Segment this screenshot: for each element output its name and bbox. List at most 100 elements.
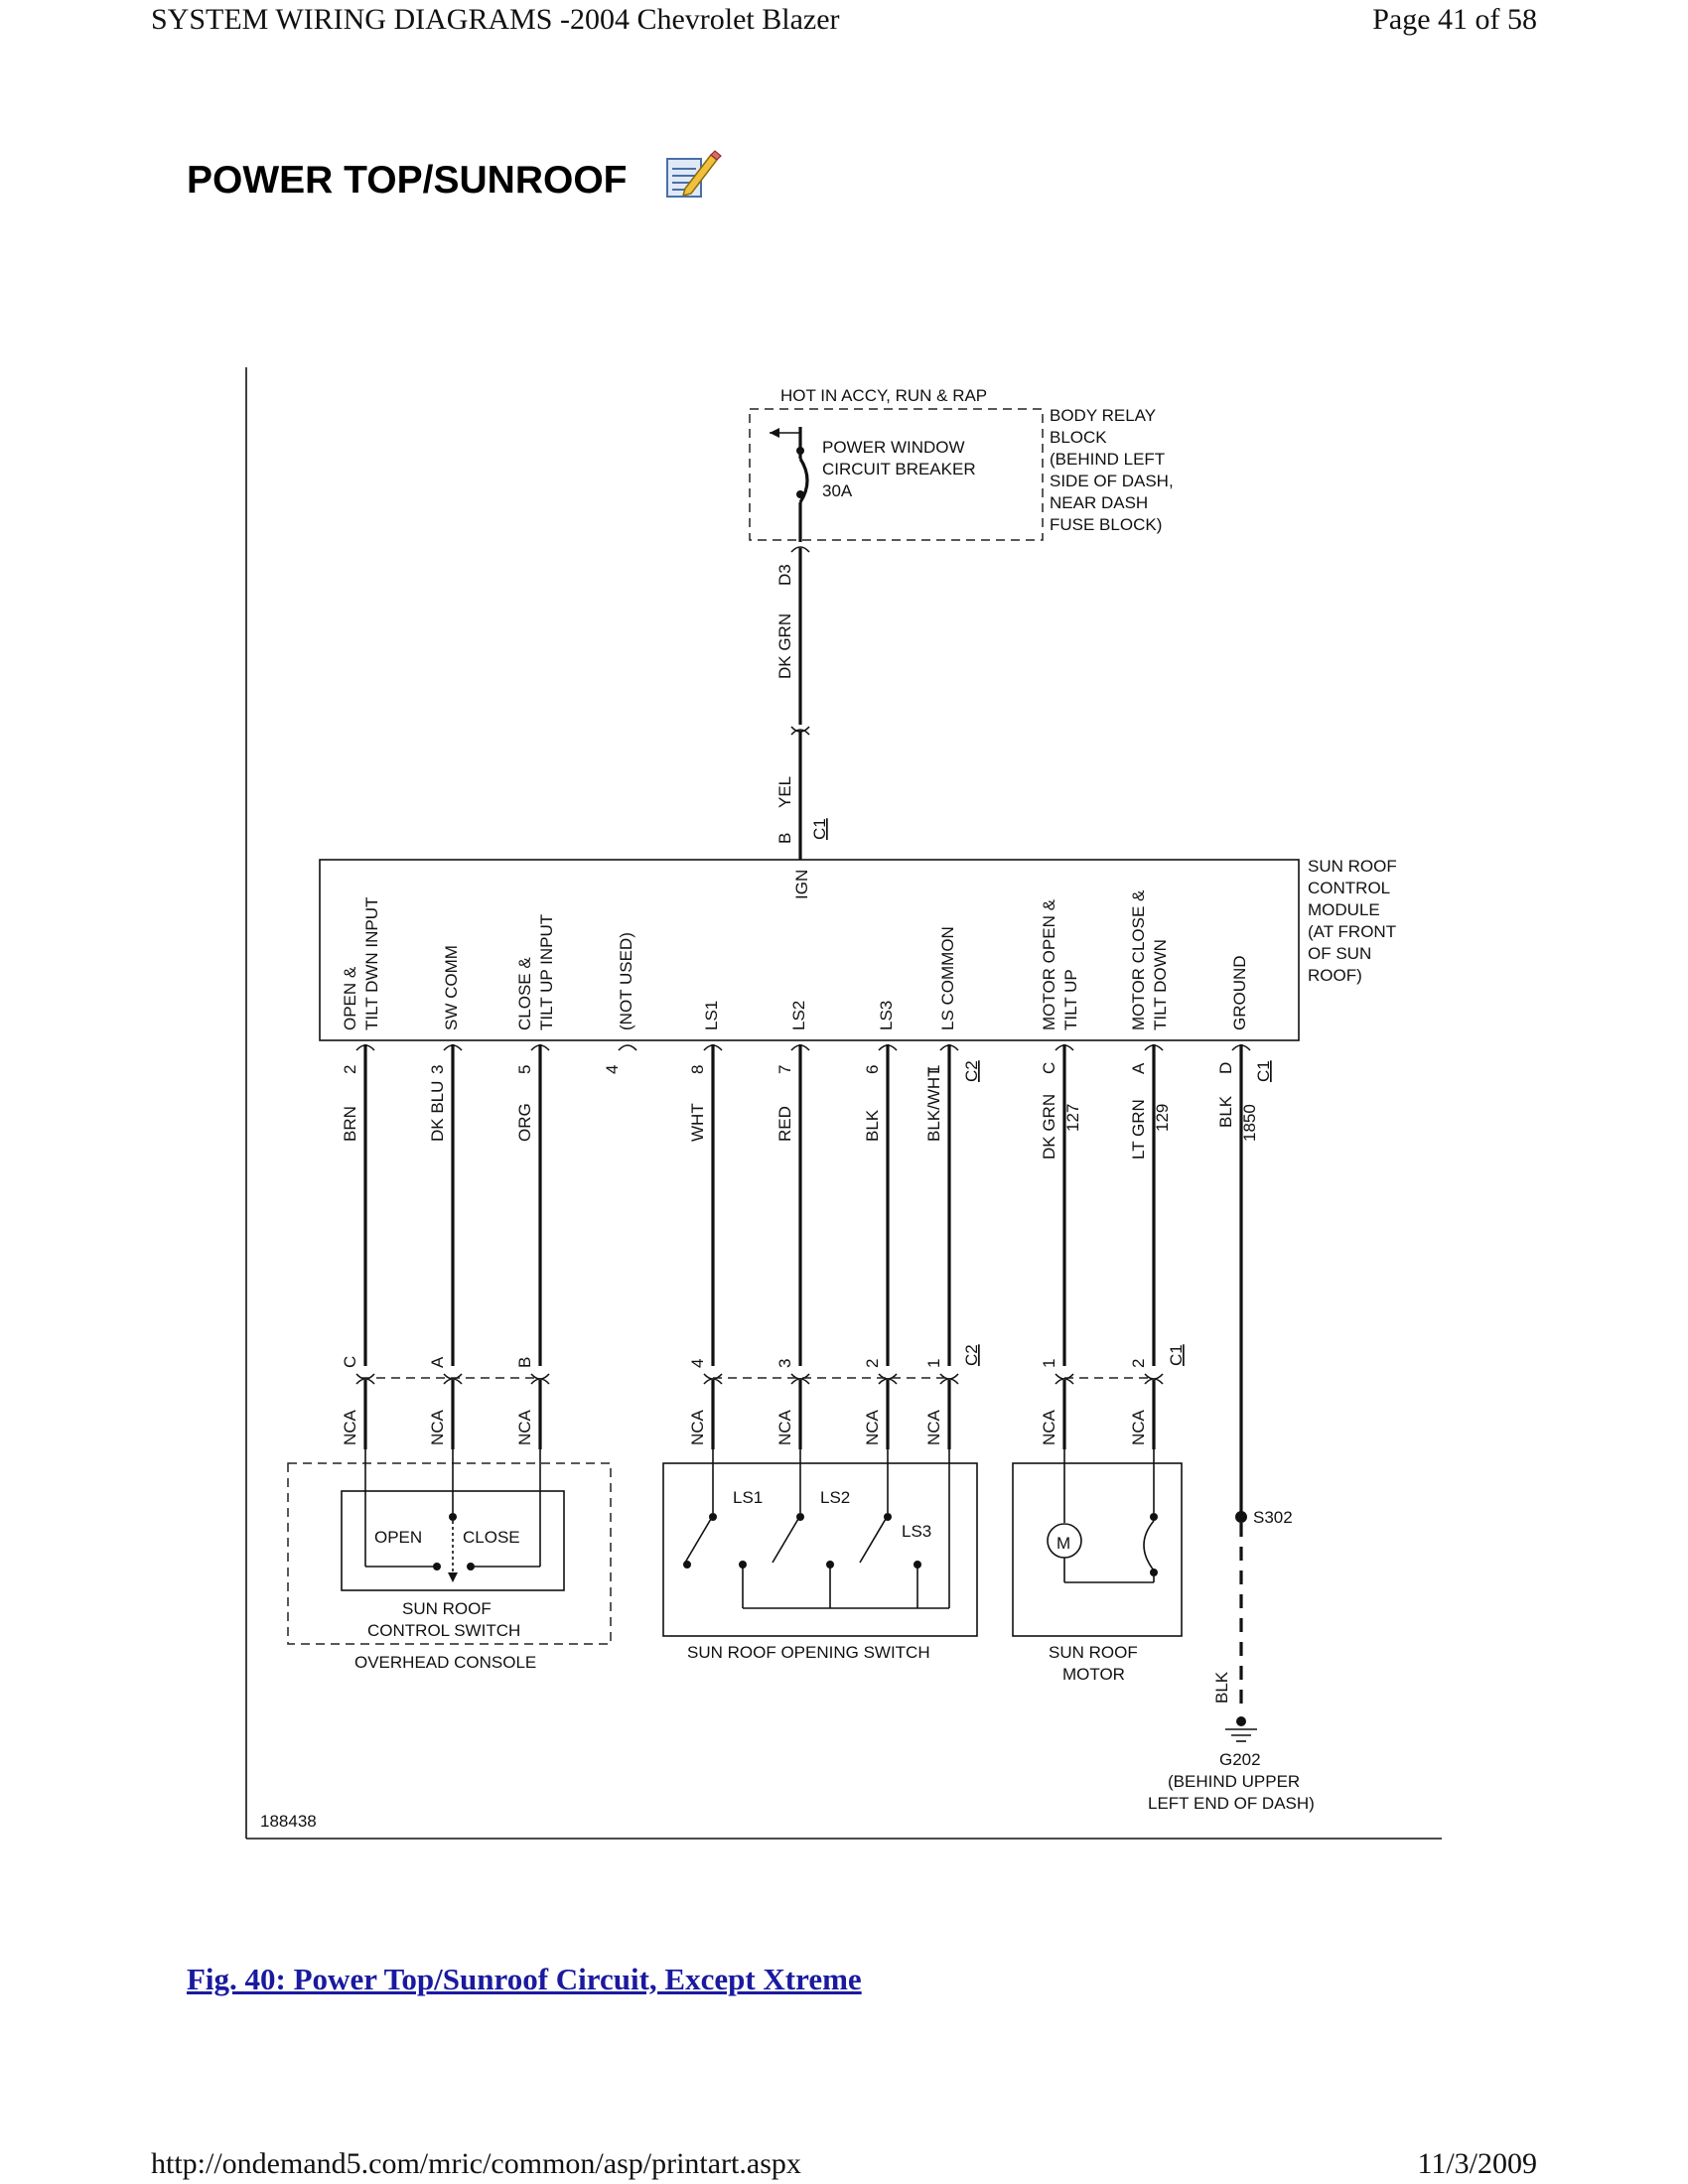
page-title: POWER TOP/SUNROOF (187, 159, 628, 202)
terminal-label-9-a: MOTOR CLOSE & (1129, 889, 1148, 1030)
figure-caption-link[interactable]: Fig. 40: Power Top/Sunroof Circuit, Exce… (187, 1962, 862, 1996)
bottom-wire-1: NCA (428, 1409, 447, 1445)
opening-switch-name: SUN ROOF OPENING SWITCH (687, 1643, 930, 1662)
wire-color-7: BLK/WHT (924, 1066, 943, 1142)
bottom-wire-6: NCA (863, 1409, 882, 1445)
terminal-label-10: GROUND (1230, 955, 1249, 1030)
bottom-connector-arc (939, 1378, 959, 1385)
wire-pin-4: 8 (688, 1065, 707, 1074)
wire-color-10: BLK (1216, 1095, 1235, 1128)
terminal-label-8-b: TILT UP (1061, 969, 1080, 1030)
module-label-1: SUN ROOF (1308, 857, 1397, 876)
wire-pin-9: A (1129, 1062, 1148, 1074)
relay-block-line-2: BLOCK (1050, 428, 1107, 447)
wire-pin-7: 1 (924, 1065, 943, 1074)
wire-color-1: DK BLU (428, 1081, 447, 1142)
control-switch-open: OPEN (374, 1528, 422, 1547)
wire-color-4: WHT (688, 1103, 707, 1142)
document-title: SYSTEM WIRING DIAGRAMS -2004 Chevrolet B… (151, 3, 840, 36)
bottom-pin-1: A (428, 1356, 447, 1368)
footer-url: http://ondemand5.com/mric/common/asp/pri… (151, 2147, 801, 2180)
wire-color-0: BRN (341, 1106, 359, 1142)
bottom-pin-0: C (341, 1356, 359, 1368)
bottom-pin-7: 1 (924, 1359, 943, 1368)
top-wire-color: DK GRN (775, 614, 794, 679)
module-label-2: CONTROL (1308, 879, 1390, 897)
relay-block-outline (749, 408, 1044, 541)
wire-pin-3: 4 (603, 1065, 622, 1074)
lower-pin: B (775, 833, 794, 844)
module-label-6: ROOF) (1308, 966, 1362, 985)
module-label-5: OF SUN (1308, 944, 1371, 963)
module-ign: IGN (792, 870, 811, 899)
relay-block-line-4: SIDE OF DASH, (1050, 472, 1174, 490)
lower-conn: C1 (810, 818, 829, 840)
lower-wire-color: YEL (775, 776, 794, 808)
terminal-label-3: (NOT USED) (617, 932, 635, 1030)
bottom-wire-8: NCA (1040, 1409, 1058, 1445)
sun-roof-control-switch: OPEN CLOSE SUN ROOF CONTROL SWITCH OVERH… (287, 1449, 612, 1672)
bottom-wire-0: NCA (341, 1409, 359, 1445)
edit-note-icon[interactable] (663, 149, 723, 201)
terminal-label-0-a: OPEN & (341, 966, 359, 1030)
sun-roof-motor: M SUN ROOF MOTOR (1012, 1449, 1183, 1684)
terminal-label-0-b: TILT DWN INPUT (362, 897, 381, 1030)
opening-switch-ls2: LS2 (820, 1488, 850, 1507)
terminal-label-1: SW COMM (442, 945, 461, 1030)
footer-date: 11/3/2009 (1417, 2147, 1537, 2180)
wire-pin-1: 3 (428, 1065, 447, 1074)
hot-label: HOT IN ACCY, RUN & RAP (780, 386, 987, 405)
wire-pin-10: D (1216, 1062, 1235, 1074)
wire-circuit-10: 1850 (1240, 1104, 1259, 1142)
wire-pin-2: 5 (515, 1065, 534, 1074)
relay-block-line-3: (BEHIND LEFT (1050, 450, 1165, 469)
module-label-3: MODULE (1308, 900, 1380, 919)
bottom-pin-6: 2 (863, 1359, 882, 1368)
module-connector-arc (618, 1044, 637, 1051)
opening-switch-ls1: LS1 (733, 1488, 763, 1507)
bottom-pin-5: 3 (775, 1359, 794, 1368)
breaker-line-1: POWER WINDOW (822, 438, 965, 457)
ground-name-2: (BEHIND UPPER (1168, 1772, 1300, 1791)
bottom-pin-9: 2 (1129, 1359, 1148, 1368)
relay-block-line-5: NEAR DASH (1050, 493, 1148, 512)
relay-block-line-1: BODY RELAY (1050, 406, 1156, 425)
control-switch-name-2: CONTROL SWITCH (367, 1621, 520, 1640)
motor-name-1: SUN ROOF (1049, 1643, 1138, 1662)
bottom-connector-arc (1144, 1378, 1164, 1385)
motor-name-2: MOTOR (1062, 1665, 1125, 1684)
relay-block-line-6: FUSE BLOCK) (1050, 515, 1162, 534)
ground-name-1: G202 (1219, 1750, 1261, 1769)
wire-color-6: BLK (863, 1109, 882, 1142)
opening-switch-ls3: LS3 (902, 1522, 931, 1541)
bottom-conn-7: C2 (962, 1344, 981, 1366)
bottom-pin-8: 1 (1040, 1359, 1058, 1368)
diagram-frame (245, 367, 1442, 1840)
bottom-connector-arc (530, 1378, 550, 1385)
ground-name-3: LEFT END OF DASH) (1148, 1794, 1315, 1813)
breaker-line-3: 30A (822, 481, 853, 500)
control-switch-close: CLOSE (463, 1528, 520, 1547)
module-label-4: (AT FRONT (1308, 922, 1396, 941)
bottom-wire-4: NCA (688, 1409, 707, 1445)
wire-pin-0: 2 (341, 1065, 359, 1074)
terminal-label-9-b: TILT DOWN (1151, 939, 1170, 1030)
terminal-label-6: LS3 (877, 1001, 896, 1030)
bottom-wire-9: NCA (1129, 1409, 1148, 1445)
wire-color-8: DK GRN (1040, 1094, 1058, 1160)
terminal-label-5: LS2 (789, 1001, 808, 1030)
bottom-pin-2: B (515, 1357, 534, 1368)
control-switch-location: OVERHEAD CONSOLE (354, 1653, 536, 1672)
sun-roof-control-module: IGN SUN ROOF CONTROL MODULE (AT FRONT OF… (319, 857, 1397, 1041)
terminal-label-7: LS COMMON (938, 926, 957, 1030)
control-switch-name-1: SUN ROOF (402, 1599, 492, 1618)
wire-color-5: RED (775, 1106, 794, 1142)
wire-circuit-8: 127 (1063, 1104, 1082, 1132)
bottom-wire-7: NCA (924, 1409, 943, 1445)
bottom-wire-2: NCA (515, 1409, 534, 1445)
wire-color-2: ORG (515, 1103, 534, 1142)
bottom-wire-5: NCA (775, 1409, 794, 1445)
